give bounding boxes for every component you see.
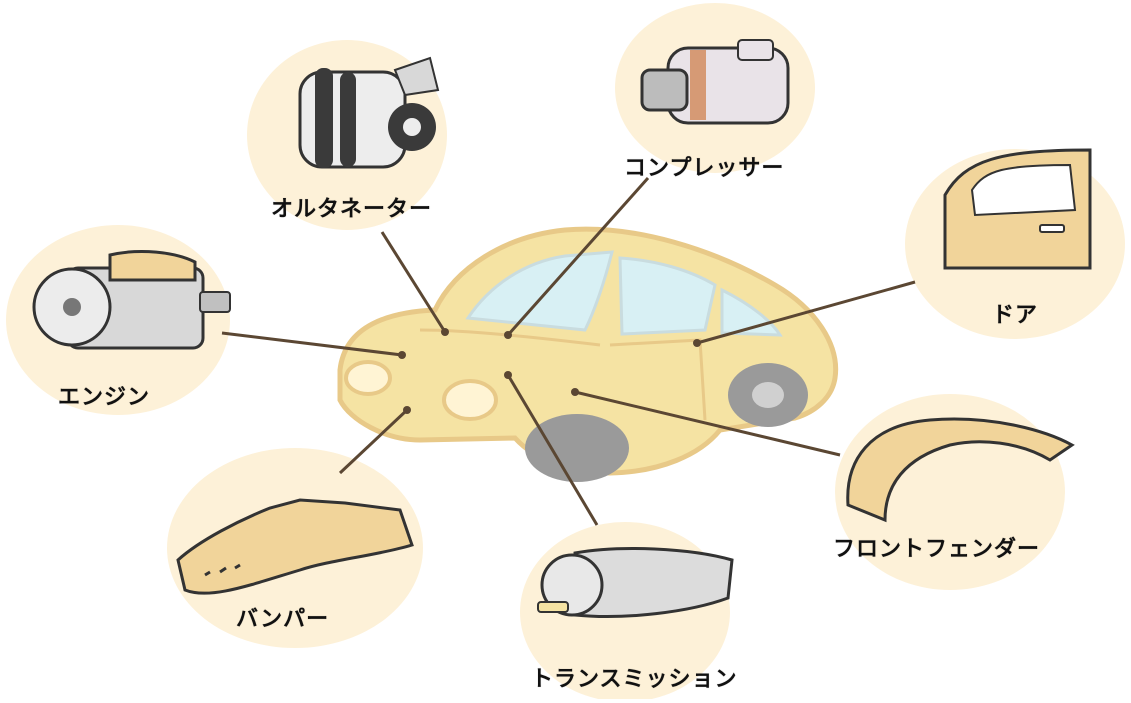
transmission-leader xyxy=(506,374,599,526)
compressor-illustration xyxy=(640,39,790,125)
windshield xyxy=(465,250,614,332)
transmission-illustration xyxy=(537,547,734,618)
bumper-dot xyxy=(403,406,411,414)
side-window-front xyxy=(618,256,717,336)
front-wheel xyxy=(525,414,629,482)
rear-wheel-hub xyxy=(752,382,784,408)
headlight-right xyxy=(442,379,498,421)
door-line xyxy=(609,338,707,421)
alternator-dot xyxy=(441,328,449,336)
fender-dot xyxy=(571,388,579,396)
fender-illustration xyxy=(846,417,1075,523)
bumper-leader xyxy=(338,408,409,475)
transmission-label: トランスミッション xyxy=(531,667,738,692)
fender-leader xyxy=(574,390,841,457)
leader-dots xyxy=(398,328,701,414)
door-leader xyxy=(696,280,916,345)
engine-dot xyxy=(398,351,406,359)
alternator-illustration xyxy=(298,56,440,169)
engine-illustration xyxy=(32,250,231,350)
door-dot xyxy=(693,339,701,347)
alternator-label: オルタネーター xyxy=(271,197,433,222)
car xyxy=(337,226,839,482)
leader-lines xyxy=(221,177,916,526)
compressor-dot xyxy=(504,331,512,339)
transmission-dot xyxy=(504,371,512,379)
front-fender-label: フロントフェンダー xyxy=(833,537,1041,562)
bumper-illustration xyxy=(176,498,414,595)
engine-label: エンジン xyxy=(58,385,151,410)
door-illustration xyxy=(943,148,1092,270)
door-label: ドア xyxy=(992,303,1039,328)
alternator-leader xyxy=(380,231,447,333)
bumper-label: バンパー xyxy=(236,607,330,632)
headlight-left xyxy=(344,360,392,396)
engine-leader xyxy=(221,331,403,357)
compressor-label: コンプレッサー xyxy=(624,156,785,181)
compressor-leader xyxy=(506,177,650,336)
